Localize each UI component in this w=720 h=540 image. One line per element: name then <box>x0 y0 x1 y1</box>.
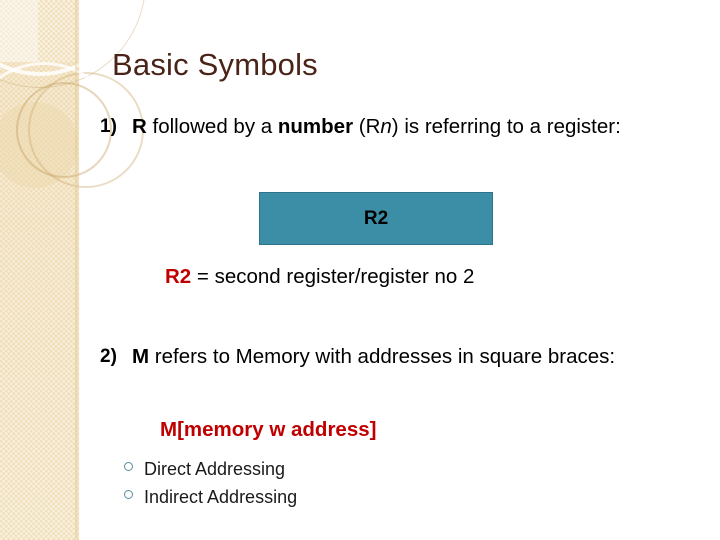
sub-bullet-direct-addressing-label: Direct Addressing <box>144 459 286 479</box>
list-item-1-token-n: n <box>380 115 392 138</box>
sub-bullet-list: Direct Addressing Indirect Addressing <box>124 455 524 511</box>
list-item-1: 1) R followed by a number (Rn) is referr… <box>100 112 675 142</box>
sidebar-pale-panel <box>0 0 38 62</box>
list-item-1-token-number: number <box>277 115 354 138</box>
register-explanation-rest: = second register/register no 2 <box>191 265 475 288</box>
list-item-2: 2) M refers to Memory with addresses in … <box>100 342 685 372</box>
register-explanation-highlight: R2 <box>165 265 192 288</box>
memory-syntax-text: M[memory w address] <box>160 418 377 441</box>
list-item-2-token-tail: refers to Memory with addresses in squar… <box>149 345 616 368</box>
sub-bullet-direct-addressing: Direct Addressing <box>124 455 524 483</box>
decorative-sidebar <box>0 0 146 540</box>
sidebar-edge-gradient <box>75 0 80 540</box>
register-box-label: R2 <box>363 207 389 229</box>
list-item-1-token-paren-open: (R <box>353 115 381 138</box>
list-item-1-text: R followed by a number (Rn) is referring… <box>132 112 675 142</box>
register-explanation: R2 = second register/register no 2 <box>165 265 474 289</box>
hollow-circle-bullet-icon <box>124 490 133 499</box>
list-item-1-token-r: R <box>132 115 147 138</box>
list-item-2-text: M refers to Memory with addresses in squ… <box>132 342 685 372</box>
list-item-1-token-followed: followed by a <box>146 115 278 138</box>
list-item-1-token-tail: ) is referring to a register: <box>391 115 621 138</box>
hollow-circle-bullet-icon <box>124 462 133 471</box>
page-title: Basic Symbols <box>112 47 318 82</box>
sidebar-shading <box>0 62 79 540</box>
register-box: R2 <box>259 192 493 245</box>
list-item-2-number: 2) <box>100 346 117 367</box>
sub-bullet-indirect-addressing-label: Indirect Addressing <box>144 487 298 507</box>
sub-bullet-indirect-addressing: Indirect Addressing <box>124 483 524 511</box>
list-item-2-token-m: M <box>132 345 150 368</box>
list-item-1-number: 1) <box>100 116 117 137</box>
